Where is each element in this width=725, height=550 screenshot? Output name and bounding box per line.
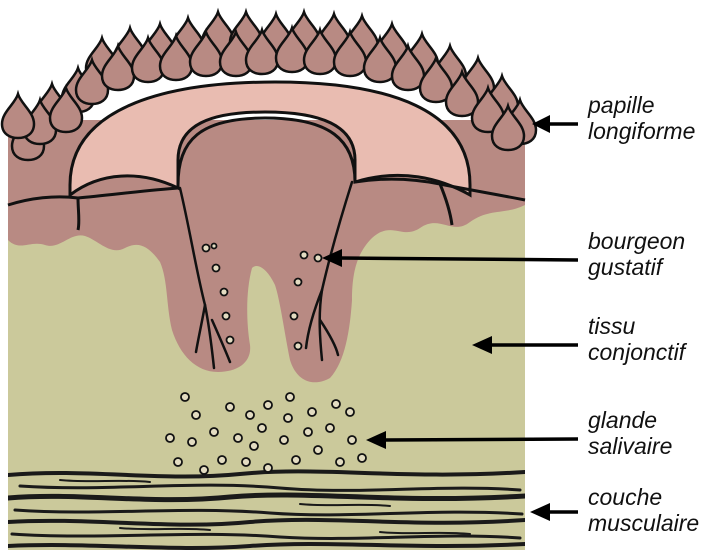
arrow-glande (384, 439, 578, 440)
label-tissu: tissu conjonctif (588, 313, 685, 365)
label-tissu-line2: conjonctif (588, 339, 685, 365)
arrow-bourgeon (340, 258, 578, 260)
papilla-bud (2, 94, 34, 138)
label-couche: couche musculaire (588, 484, 699, 536)
label-papille-line2: longiforme (588, 118, 695, 144)
label-couche-line1: couche (588, 484, 699, 510)
label-glande-line1: glande (588, 407, 672, 433)
label-tissu-line1: tissu (588, 313, 685, 339)
label-bourgeon-line2: gustatif (588, 254, 685, 280)
label-couche-line2: musculaire (588, 510, 699, 536)
label-papille: papille longiforme (588, 92, 695, 144)
label-glande: glande salivaire (588, 407, 672, 459)
label-glande-line2: salivaire (588, 433, 672, 459)
label-papille-line1: papille (588, 92, 695, 118)
arrowhead-couche (530, 503, 550, 521)
label-bourgeon: bourgeon gustatif (588, 228, 685, 280)
label-bourgeon-line1: bourgeon (588, 228, 685, 254)
